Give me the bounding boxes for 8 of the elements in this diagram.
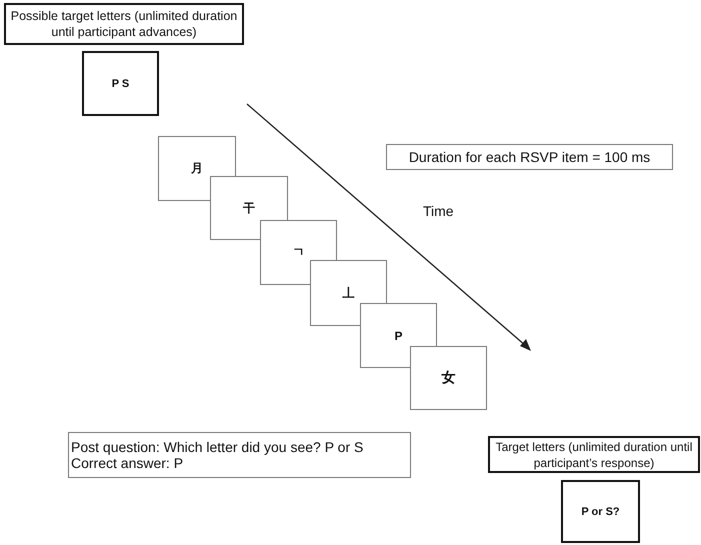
- axis-label: Time: [423, 203, 454, 219]
- caption-box: Duration for each RSVP item = 100 ms: [386, 144, 673, 170]
- display-frame: P S: [82, 51, 159, 116]
- caption-box: Possible target letters (unlimited duration until participant advances): [4, 3, 244, 45]
- display-frame: P or S?: [561, 480, 640, 543]
- caption-box: Post question: Which letter did you see? P or S Correct answer: P: [68, 432, 411, 478]
- display-frame: 女: [410, 346, 487, 410]
- caption-box: Target letters (unlimited duration until participant’s response): [488, 436, 700, 473]
